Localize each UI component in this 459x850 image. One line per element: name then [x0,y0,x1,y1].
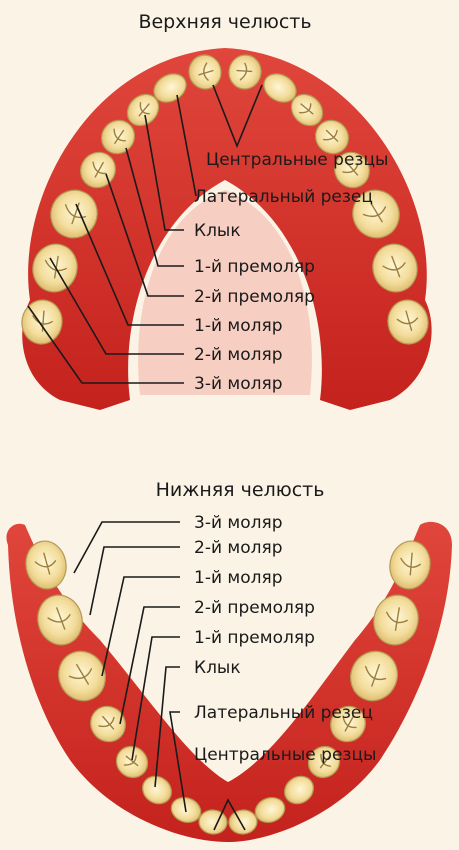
lower-label-molar-3: 3-й моляр [194,513,283,533]
upper-jaw: Верхняя челюсть Центральные резцы Латера… [18,11,431,410]
upper-label-lateral-incisor: Латеральный резец [194,187,373,207]
upper-jaw-title: Верхняя челюсть [138,11,311,33]
upper-label-molar-3: 3-й моляр [194,374,283,394]
upper-label-premolar-2: 2-й премоляр [194,287,315,307]
lower-label-molar-1: 1-й моляр [194,568,283,588]
upper-label-molar-1: 1-й моляр [194,316,283,336]
lower-jaw: Нижняя челюсть 3-й моляр 2-й моляр 1-й м… [6,479,452,842]
upper-label-premolar-1: 1-й премоляр [194,257,315,277]
lower-label-lateral-incisor: Латеральный резец [194,703,373,723]
lower-label-premolar-1: 1-й премоляр [194,628,315,648]
lower-label-central-incisors: Центральные резцы [194,745,376,765]
upper-label-central-incisors: Центральные резцы [206,150,388,170]
lower-label-canine: Клык [194,658,241,678]
lower-jaw-title: Нижняя челюсть [156,479,325,501]
lower-label-molar-2: 2-й моляр [194,538,283,558]
upper-label-molar-2: 2-й моляр [194,345,283,365]
lower-label-premolar-2: 2-й премоляр [194,598,315,618]
lower-leader-molar-2 [90,547,180,615]
upper-label-canine: Клык [194,221,241,241]
